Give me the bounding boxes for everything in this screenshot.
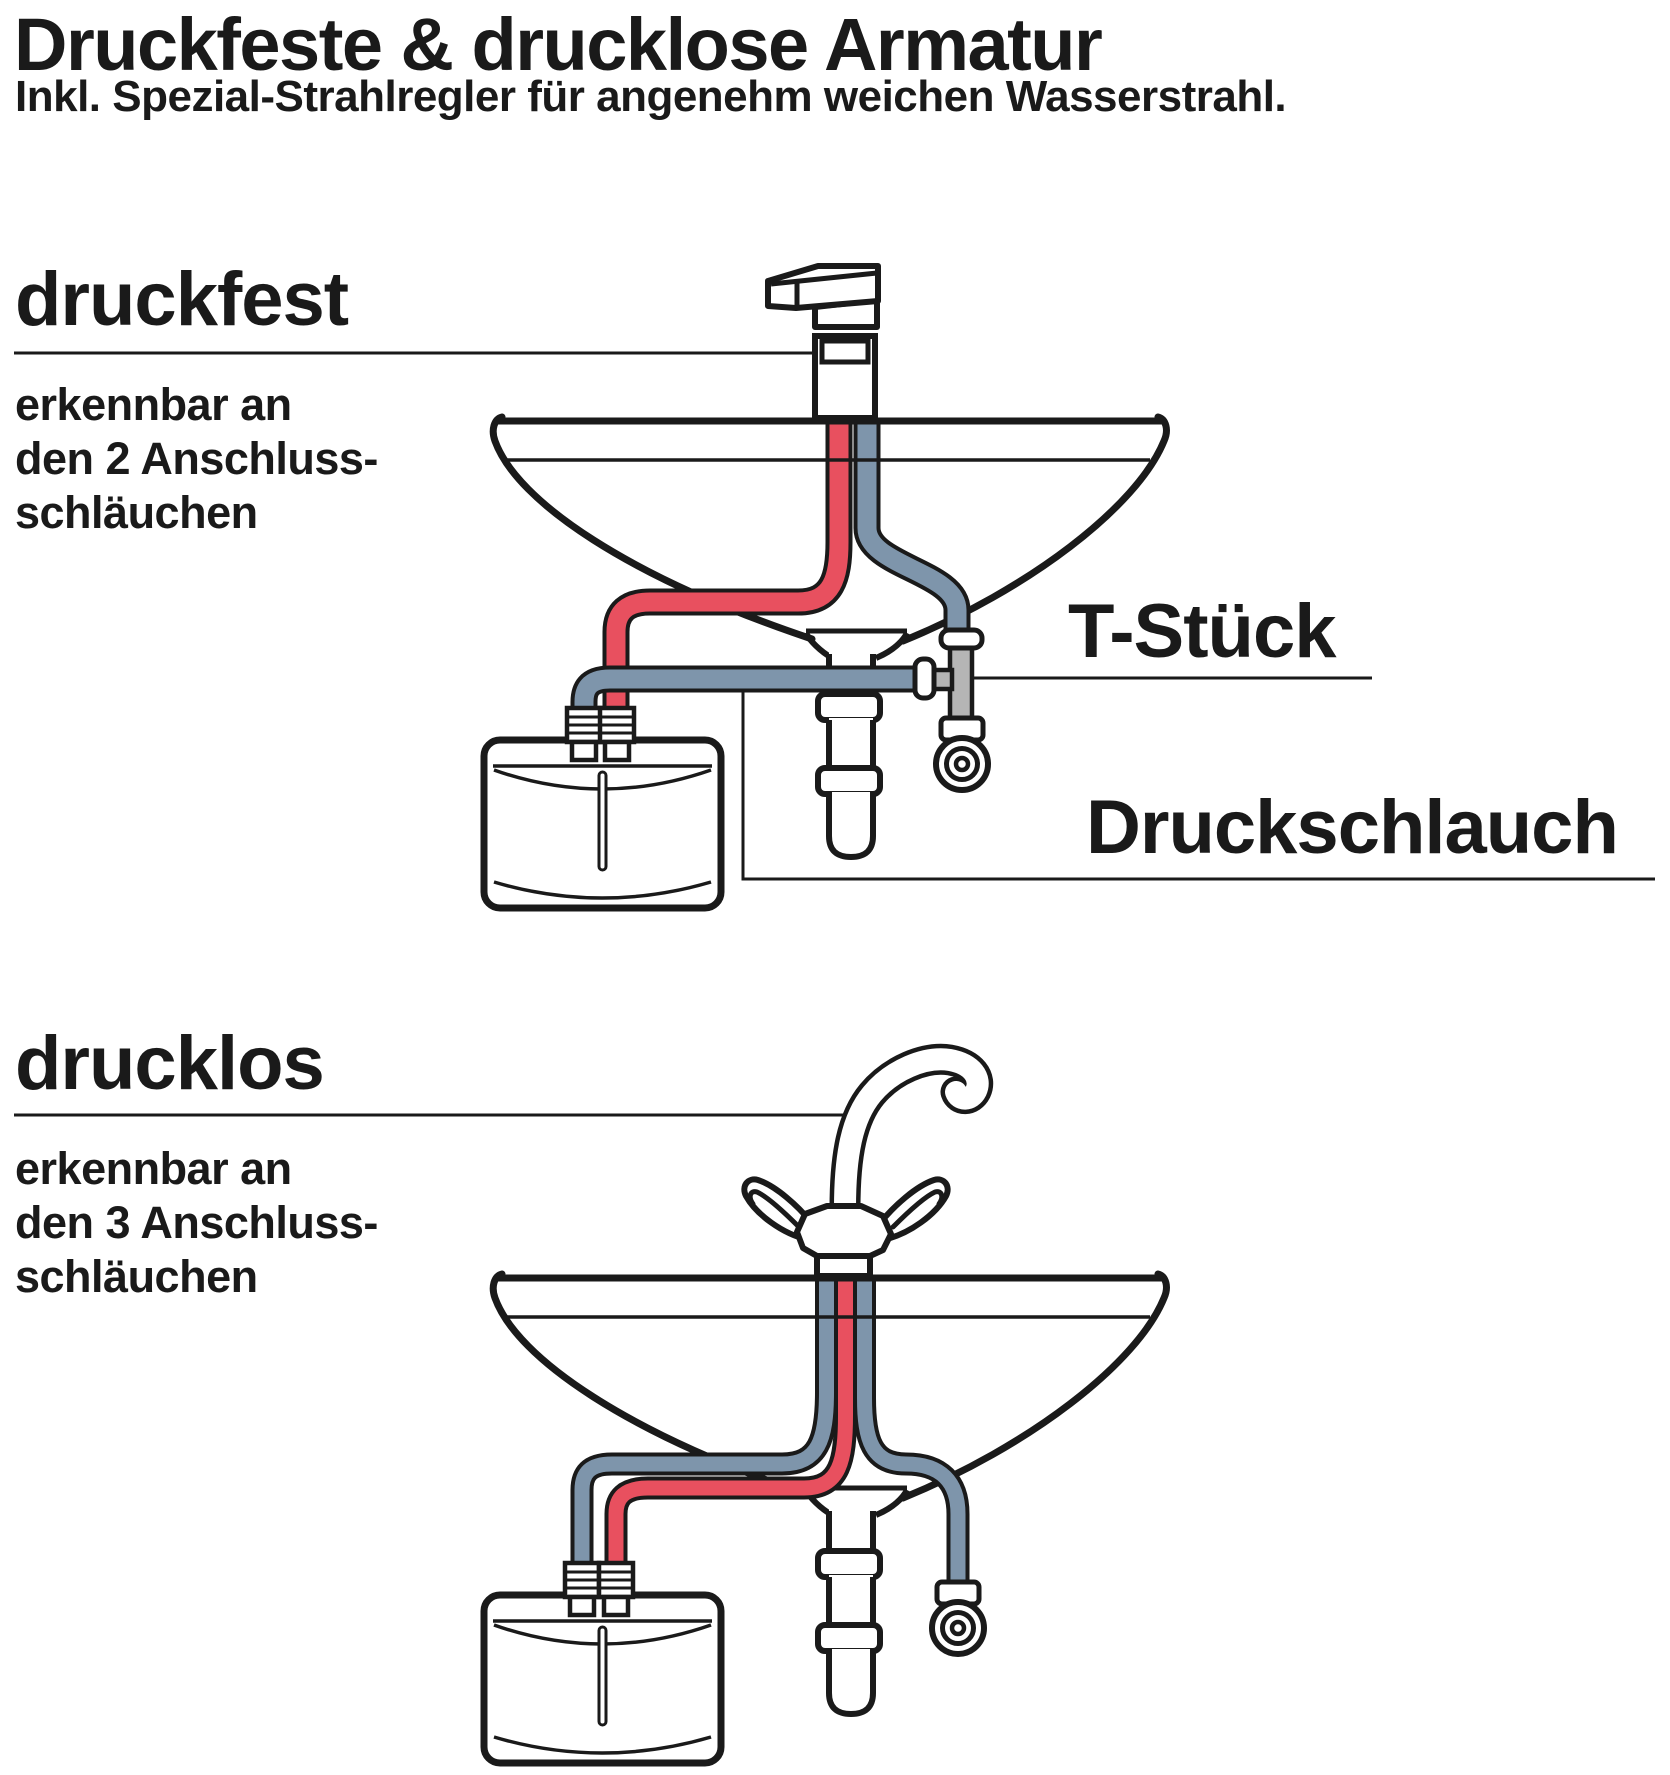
faucet-two-handle	[741, 1043, 994, 1279]
hot-water-hose	[604, 1278, 857, 1568]
section-description-druckfest: erkennbar an den 2 Anschluss- schläuchen	[15, 378, 435, 540]
hot-water-hose	[602, 418, 853, 714]
faucet-single-lever	[765, 263, 881, 421]
description-line: den 2 Anschluss-	[15, 433, 378, 484]
cold-water-hose	[853, 418, 971, 640]
angle-valve	[936, 718, 988, 790]
page-title: Druckfeste & drucklose Armatur	[14, 3, 1103, 86]
cold-water-hose-right	[853, 1278, 970, 1586]
description-line: schläuchen	[15, 487, 258, 538]
label-pressure-hose: Druckschlauch	[1086, 785, 1619, 870]
spout-fill	[834, 1048, 989, 1219]
page-subtitle: Inkl. Spezial-Strahlregler für angenehm …	[15, 72, 1287, 121]
heater-fitting-cold	[565, 1563, 599, 1615]
description-line: schläuchen	[15, 1251, 258, 1302]
description-line: erkennbar an	[15, 379, 292, 430]
description-line: erkennbar an	[15, 1143, 292, 1194]
faucet-body	[794, 1203, 894, 1259]
cold-water-hose-left	[570, 1278, 838, 1568]
diagram-drucklos	[14, 1043, 1166, 1763]
pressure-hose	[570, 665, 916, 714]
t-piece-nuts	[912, 627, 985, 701]
water-heater	[484, 740, 721, 908]
diagram-druckfest	[14, 263, 1655, 908]
angle-valve	[932, 1582, 984, 1654]
leader-line-pressure-hose	[741, 691, 1655, 881]
heater-fitting-hot	[599, 1563, 633, 1615]
description-line: den 3 Anschluss-	[15, 1197, 378, 1248]
section-description-drucklos: erkennbar an den 3 Anschluss- schläuchen	[15, 1142, 435, 1304]
label-t-piece: T-Stück	[1068, 589, 1336, 674]
section-heading-druckfest: druckfest	[15, 257, 349, 342]
heater-fitting-cold	[567, 708, 601, 760]
water-heater	[484, 1595, 721, 1763]
section-heading-drucklos: drucklos	[15, 1021, 325, 1106]
heater-fitting-hot	[600, 708, 634, 760]
